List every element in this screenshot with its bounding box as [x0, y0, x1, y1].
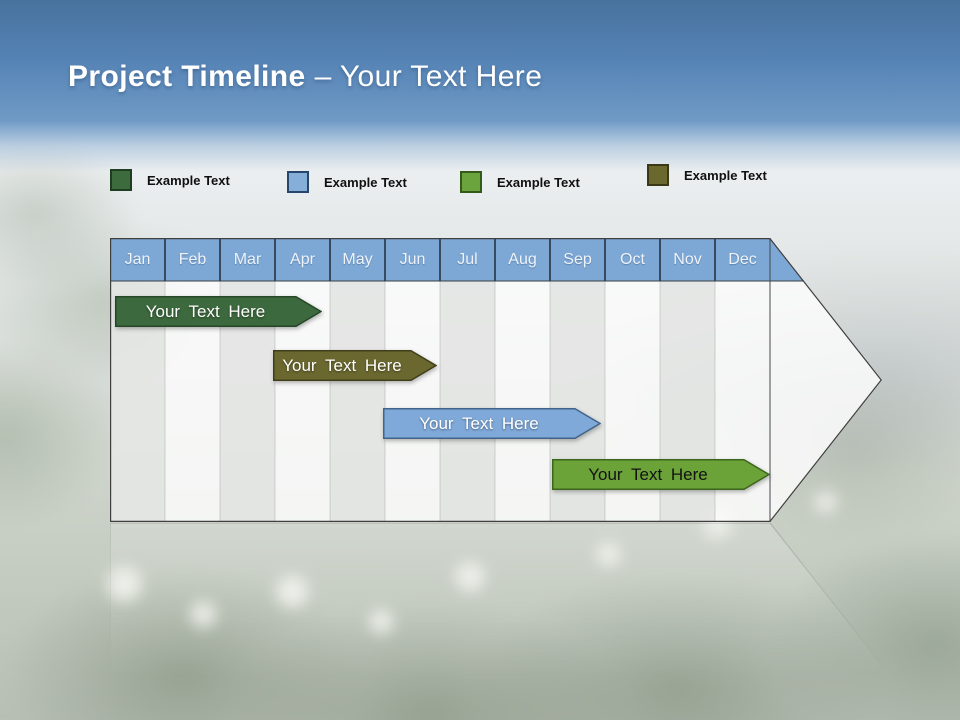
page-title: Project Timeline– Your Text Here: [68, 60, 542, 94]
task-bar-4: Your Text Here: [552, 459, 770, 490]
month-cell-dec: Dec: [715, 238, 770, 281]
month-label: Oct: [620, 250, 645, 268]
month-label: Jan: [124, 250, 151, 268]
legend-item-3: Example Text: [460, 171, 580, 193]
month-label: Mar: [233, 250, 262, 268]
month-cell-jan: Jan: [110, 238, 165, 281]
month-cell-oct: Oct: [605, 238, 660, 281]
task-bar-label: Your Text Here: [145, 301, 266, 321]
month-label: May: [342, 250, 373, 268]
legend-item-2: Example Text: [287, 171, 407, 193]
month-label: Sep: [563, 250, 592, 268]
month-label: Jul: [457, 250, 478, 268]
legend-item-4: Example Text: [647, 164, 767, 186]
reflection-arrow-shape: [110, 523, 882, 720]
month-cell-jul: Jul: [440, 238, 495, 281]
month-header-separators: [164, 238, 716, 281]
month-label: Jun: [399, 250, 426, 268]
task-bar-label: Your Text Here: [588, 464, 708, 484]
month-label: Aug: [508, 250, 537, 268]
arrow-outline: [110, 238, 882, 522]
timeline-reflection: [110, 523, 882, 720]
task-bar-2: Your Text Here: [273, 350, 437, 381]
task-bar-3-shape: [383, 408, 601, 439]
month-header-row: Jan Feb Mar Apr May Jun Jul Aug Sep Oct …: [110, 238, 770, 281]
timeline-gantt-area: Jan Feb Mar Apr May Jun Jul Aug Sep Oct …: [110, 238, 882, 522]
month-cell-may: May: [330, 238, 385, 281]
month-label: Dec: [728, 250, 757, 268]
legend-swatch-dark-green: [110, 169, 132, 191]
legend-label: Example Text: [497, 174, 580, 190]
legend-swatch-blue: [287, 171, 309, 193]
legend-item-1: Example Text: [110, 169, 230, 191]
task-bar-label: Your Text Here: [419, 413, 539, 433]
month-label: Apr: [290, 250, 315, 268]
legend-label: Example Text: [684, 167, 767, 183]
background-sky-gradient: [0, 0, 960, 172]
month-label: Feb: [178, 250, 207, 268]
task-bar-4-shape: [552, 459, 770, 490]
month-cell-aug: Aug: [495, 238, 550, 281]
timeline-reflection-mirror: [110, 523, 882, 720]
legend-swatch-olive: [647, 164, 669, 186]
task-bar-1: Your Text Here: [115, 296, 322, 327]
page-title-bold: Project Timeline: [68, 60, 306, 93]
month-cell-jun: Jun: [385, 238, 440, 281]
month-header-band: [110, 238, 804, 281]
month-cell-sep: Sep: [550, 238, 605, 281]
month-cell-mar: Mar: [220, 238, 275, 281]
task-bar-1-shape: [115, 296, 322, 327]
task-bar-3: Your Text Here: [383, 408, 601, 439]
task-bar-2-shape: [273, 350, 437, 381]
task-bar-label: Your Text Here: [282, 355, 402, 375]
legend-label: Example Text: [324, 174, 407, 190]
month-label: Nov: [673, 250, 702, 268]
legend-swatch-green: [460, 171, 482, 193]
month-cell-feb: Feb: [165, 238, 220, 281]
legend-label: Example Text: [147, 172, 230, 188]
month-cell-apr: Apr: [275, 238, 330, 281]
page-title-rest: – Your Text Here: [314, 60, 543, 93]
month-cell-nov: Nov: [660, 238, 715, 281]
